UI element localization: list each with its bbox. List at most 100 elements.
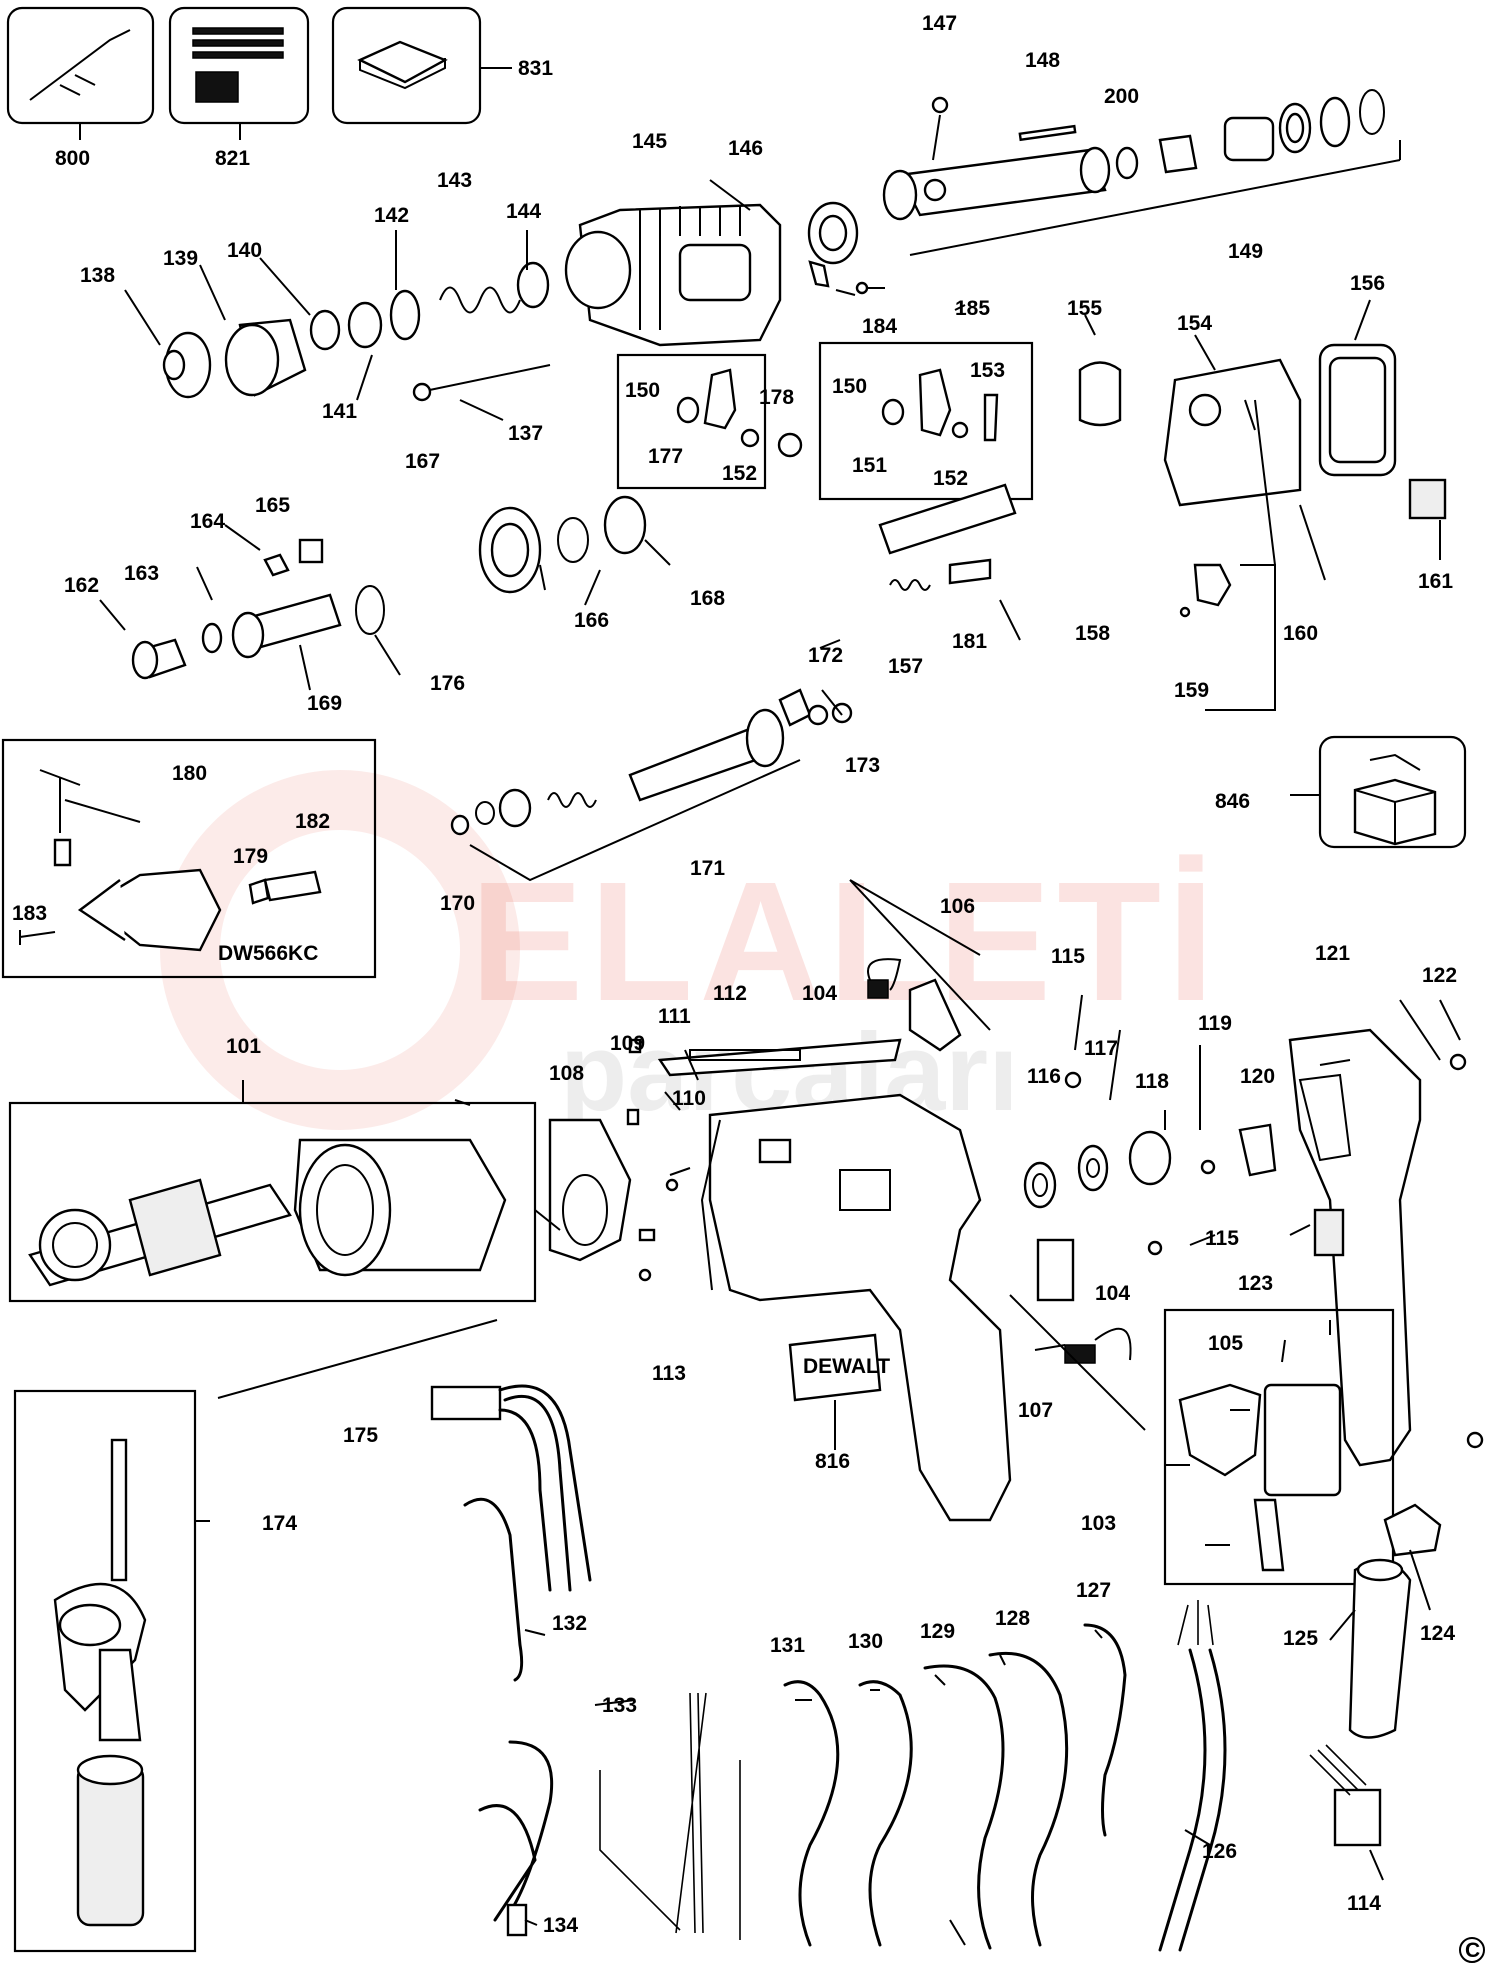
label-134: 134: [543, 1914, 578, 1937]
label-141: 141: [322, 400, 357, 423]
label-107: 107: [1018, 1399, 1053, 1422]
label-169: 169: [307, 692, 342, 715]
label-185: 185: [955, 297, 990, 320]
label-163: 163: [124, 562, 159, 585]
label-114: 114: [1347, 1892, 1381, 1915]
label-132: 132: [552, 1612, 587, 1635]
brush-assembly: [849, 879, 1082, 1089]
label-123: 123: [1238, 1272, 1273, 1295]
label-181: 181: [952, 630, 987, 653]
spindle-assembly: [882, 89, 1401, 256]
label-121: 121: [1315, 942, 1350, 965]
label-172: 172: [808, 644, 843, 667]
wiring-harness: [430, 1384, 741, 1940]
label-184: 184: [862, 315, 897, 338]
label-153: 153: [970, 359, 1005, 382]
label-821: 821: [215, 147, 250, 170]
label-176: 176: [430, 672, 465, 695]
label-125: 125: [1283, 1627, 1318, 1650]
label-147: 147: [922, 12, 957, 35]
switch-box: [1163, 1308, 1395, 1586]
label-152-a: 152: [722, 462, 757, 485]
label-158: 158: [1075, 622, 1110, 645]
label-130: 130: [848, 1630, 883, 1653]
brush-set-2: [1009, 1238, 1146, 1431]
label-138: 138: [80, 264, 115, 287]
label-129: 129: [920, 1620, 955, 1643]
label-126: 126: [1202, 1840, 1237, 1863]
label-122: 122: [1422, 964, 1457, 987]
label-104-a: 104: [802, 982, 837, 1005]
copyright-letter: C: [1465, 1939, 1480, 1962]
label-170: 170: [440, 892, 475, 915]
motor-housing: [548, 1038, 1012, 1522]
shift-parts: [878, 483, 1276, 711]
keyed-chuck-kit: DW566KC: [19, 769, 322, 965]
label-145: 145: [632, 130, 667, 153]
selector-2: [881, 368, 999, 442]
label-175: 175: [343, 1424, 378, 1447]
label-115-b: 115: [1205, 1227, 1239, 1250]
rear-housing: [1078, 343, 1447, 520]
cord-guard: [1309, 1503, 1442, 1847]
label-165: 165: [255, 494, 290, 517]
motor-box: [8, 1101, 537, 1303]
selector-1: [676, 368, 803, 458]
watermark-line1: ELALETİ: [470, 847, 1220, 1037]
label-171: 171: [690, 857, 725, 880]
label-149: 149: [1228, 240, 1263, 263]
label-156: 156: [1350, 272, 1385, 295]
label-110: 110: [672, 1087, 706, 1110]
intermediate-shaft: [450, 688, 853, 882]
label-143: 143: [437, 169, 472, 192]
label-846: 846: [1215, 790, 1250, 813]
switch-assembly: [1178, 1339, 1342, 1572]
label-105: 105: [1208, 1332, 1243, 1355]
manual-831: [331, 6, 512, 125]
label-174: 174: [262, 1512, 297, 1535]
accessory-800: [6, 6, 155, 140]
label-183: 183: [12, 902, 47, 925]
label-117: 117: [1084, 1037, 1118, 1060]
label-159: 159: [1174, 679, 1209, 702]
label-124: 124: [1420, 1622, 1455, 1645]
label-sheet-821: [168, 6, 310, 140]
label-142: 142: [374, 204, 409, 227]
label-144: 144: [506, 200, 541, 223]
label-151: 151: [852, 454, 887, 477]
label-101: 101: [226, 1035, 261, 1058]
label-104-b: 104: [1095, 1282, 1130, 1305]
label-128: 128: [995, 1607, 1030, 1630]
label-120: 120: [1240, 1065, 1275, 1088]
label-164: 164: [190, 510, 225, 533]
label-167: 167: [405, 450, 440, 473]
label-177: 177: [648, 445, 683, 468]
label-168: 168: [690, 587, 725, 610]
bearing-set: [1023, 1123, 1277, 1209]
label-161: 161: [1418, 570, 1453, 593]
label-140: 140: [227, 239, 262, 262]
gear-housing: [564, 201, 885, 347]
chuck-parts: [162, 261, 551, 402]
label-155: 155: [1067, 297, 1102, 320]
label-178: 178: [759, 386, 794, 409]
part-labels: 800 821 831 147 148 200 145 146 149 143 …: [12, 12, 1457, 1937]
label-115-a: 115: [1051, 945, 1085, 968]
label-137: 137: [508, 422, 543, 445]
depth-rod: [217, 1319, 498, 1399]
label-112: 112: [713, 982, 747, 1005]
label-154: 154: [1177, 312, 1212, 335]
chuck-kit-box: [1, 738, 377, 979]
label-173: 173: [845, 754, 880, 777]
label-166: 166: [574, 609, 609, 632]
carton-846: [1290, 735, 1467, 849]
label-179: 179: [233, 845, 268, 868]
label-800: 800: [55, 147, 90, 170]
copyright-mark: C: [1459, 1937, 1485, 1963]
label-146: 146: [728, 137, 763, 160]
selector-box-2: [818, 341, 1034, 501]
label-150-a: 150: [625, 379, 660, 402]
label-127: 127: [1076, 1579, 1111, 1602]
handle-half: [1147, 1028, 1484, 1467]
